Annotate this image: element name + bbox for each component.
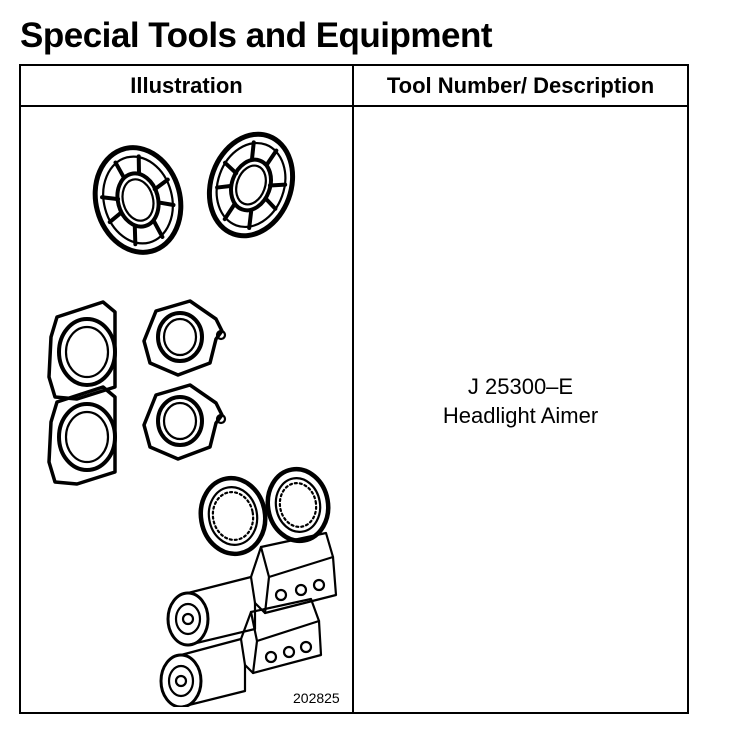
illustration-column-header: Illustration bbox=[130, 73, 243, 98]
tool-description: J 25300–E Headlight Aimer bbox=[354, 372, 687, 430]
figure-number: 202825 bbox=[293, 690, 340, 706]
aimer-body-upper bbox=[166, 531, 338, 647]
threaded-ring-right bbox=[265, 466, 331, 544]
page-title: Special Tools and Equipment bbox=[20, 16, 493, 55]
clamp-adapter-lower bbox=[142, 383, 227, 461]
large-wheel-adapter-right bbox=[206, 131, 296, 239]
bracket-adapter-upper-left bbox=[47, 300, 117, 401]
tools-table: Illustration Tool Number/ Description bbox=[19, 64, 689, 714]
large-wheel-adapter-left bbox=[92, 145, 184, 255]
header-divider bbox=[21, 105, 687, 107]
clamp-adapter-upper bbox=[142, 299, 227, 377]
column-divider bbox=[352, 66, 354, 712]
description-column-header: Tool Number/ Description bbox=[386, 73, 655, 98]
headlight-aimer-kit-icon bbox=[47, 131, 338, 707]
tool-name: Headlight Aimer bbox=[442, 403, 599, 428]
tool-number: J 25300–E bbox=[467, 374, 574, 399]
threaded-ring-left bbox=[198, 475, 268, 557]
bracket-adapter-lower-left bbox=[47, 385, 117, 486]
aimer-body-lower bbox=[159, 597, 323, 707]
